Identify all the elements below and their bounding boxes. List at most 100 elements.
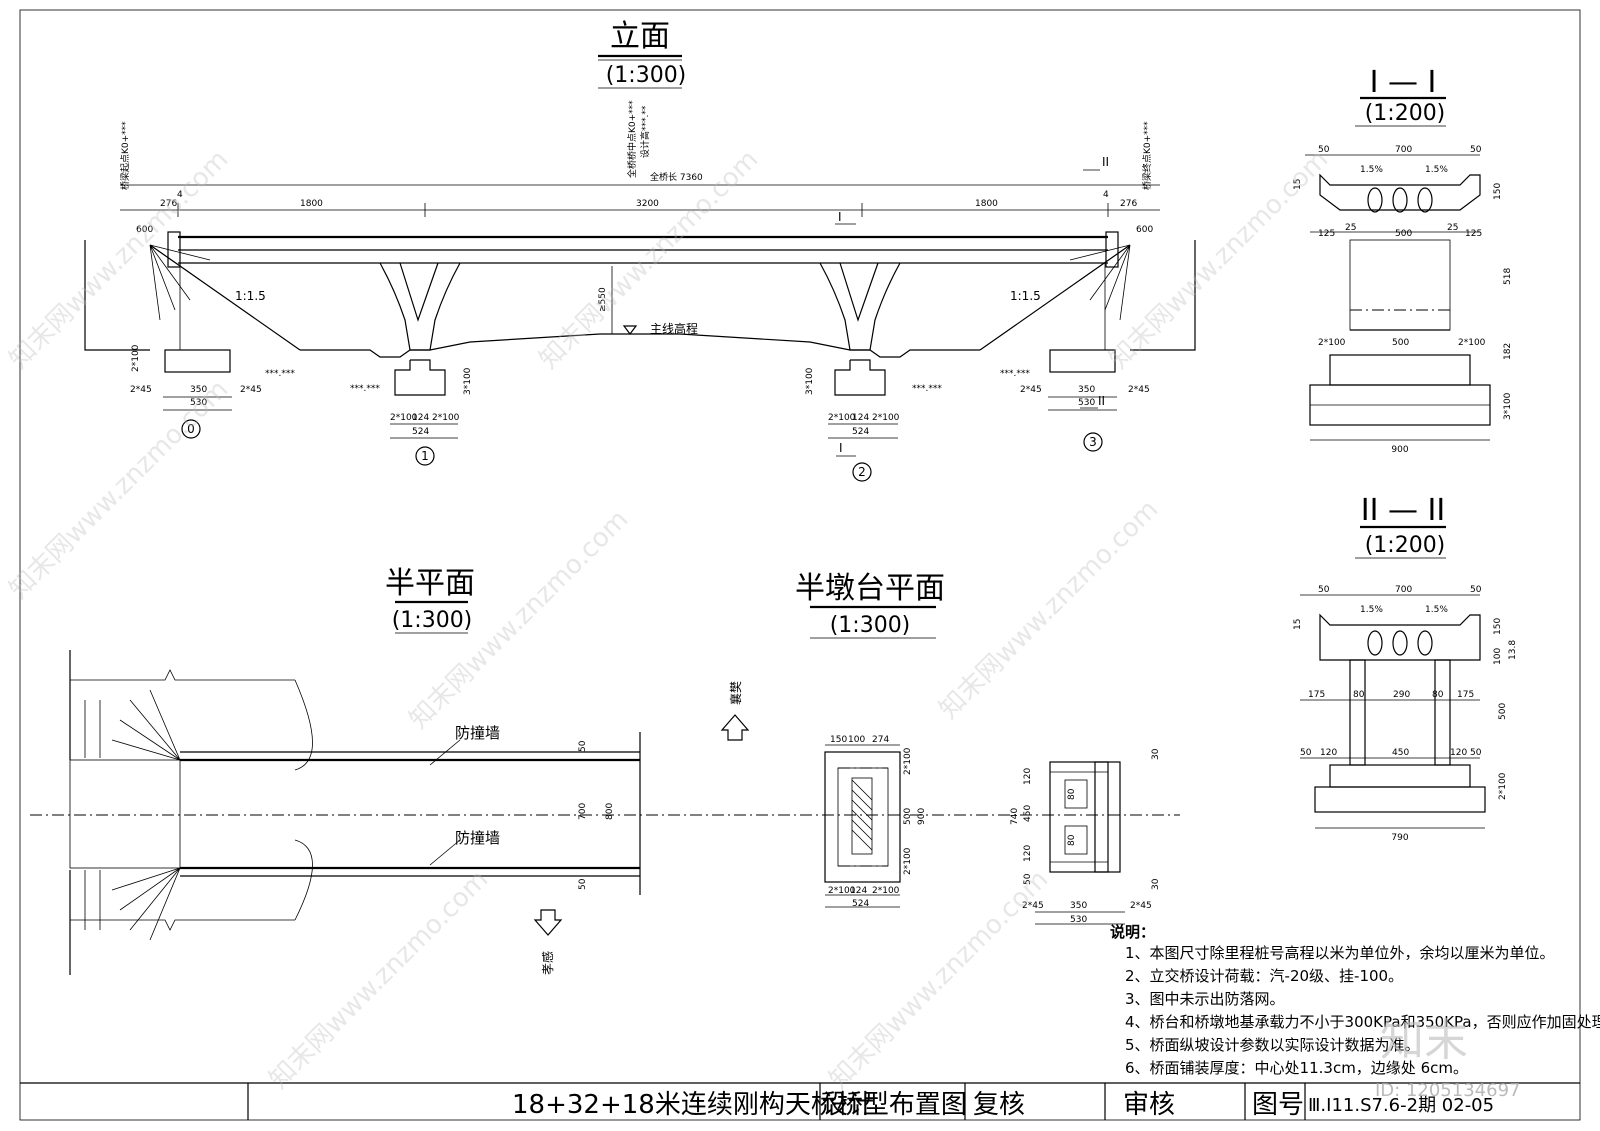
review-label: 审核 xyxy=(1123,1090,1175,1120)
dim-1800-left: 1800 xyxy=(300,199,323,209)
pa-dim-30t: 30 xyxy=(1151,748,1161,760)
pa-dim-530: 530 xyxy=(1070,915,1087,925)
check-label: 复核 xyxy=(973,1090,1025,1120)
section1-scale: (1:200) xyxy=(1365,101,1446,126)
s1-dim-500: 500 xyxy=(1395,229,1412,239)
s2-dim-2x100: 2*100 xyxy=(1498,772,1508,800)
s1-dim-518: 518 xyxy=(1503,268,1513,285)
pa-dim-80a: 80 xyxy=(1067,788,1077,800)
pa-dim-2x45r: 2*45 xyxy=(1130,901,1152,911)
pier1-dim-1: 2*100 xyxy=(390,413,418,423)
pa-dim-80b: 80 xyxy=(1067,834,1077,846)
pier2-dim-1: 2*100 xyxy=(828,413,856,423)
s2-dim-50l: 50 xyxy=(1318,585,1330,595)
notes-block: 说明： 1、本图尺寸除里程桩号高程以米为单位外，余均以厘米为单位。 2、立交桥设… xyxy=(1110,923,1600,1077)
elevation-scale: (1:300) xyxy=(606,63,687,88)
slope-left: 1:1.5 xyxy=(235,289,266,303)
watermark-logo: 知末 xyxy=(1380,1015,1468,1066)
pp-dim-2x100c: 2*100 xyxy=(828,886,856,896)
note-6: 6、桥面铺装厚度：中心处11.3cm，边缘处 6cm。 xyxy=(1125,1059,1468,1077)
s2-dim-700: 700 xyxy=(1395,585,1412,595)
s1-dim-25l: 25 xyxy=(1345,223,1356,233)
pier2-dim-3: 2*100 xyxy=(872,413,900,423)
axis-label-3: 3 xyxy=(1089,435,1097,449)
pp-dim-900: 900 xyxy=(917,808,927,825)
note-5: 5、桥面纵坡设计参数以实际设计数据为准。 xyxy=(1125,1036,1420,1054)
dim-4-right: 4 xyxy=(1103,190,1109,200)
design-label: 设计 xyxy=(822,1090,874,1120)
elev-mark-3: ***.*** xyxy=(1000,369,1030,379)
wall-label-top: 防撞墙 xyxy=(455,724,500,742)
pier1-dim-3: 2*100 xyxy=(432,413,460,423)
s2-dim-450: 450 xyxy=(1392,748,1409,758)
arrow-down-icon xyxy=(533,909,563,936)
section1-title: I — I xyxy=(1370,65,1437,100)
abut-dim-r-1: 2*45 xyxy=(1020,385,1042,395)
wall-label-bottom: 防撞墙 xyxy=(455,829,500,847)
section-II-view: II — II (1:200) 50 700 50 1.5% 1.5% 15 1… xyxy=(1293,493,1518,843)
half-plan-title: 半平面 xyxy=(385,566,475,601)
s2-slope-r: 1.5% xyxy=(1425,605,1448,615)
s2-dim-80l: 80 xyxy=(1353,690,1365,700)
clearance: ≥550 xyxy=(598,287,608,312)
axis-label-2: 2 xyxy=(858,465,866,479)
s1-dim-50r: 50 xyxy=(1470,145,1482,155)
arrow-down-label: 孝感 xyxy=(540,951,555,975)
section2-scale: (1:200) xyxy=(1365,533,1446,558)
pa-dim-450: 450 xyxy=(1023,805,1033,822)
pier-plan-view: 半墩台平面 (1:300) 150 100 274 2*100 500 900 … xyxy=(795,571,1161,925)
pa-dim-120b: 120 xyxy=(1023,845,1033,862)
elev-mark-2: ***.*** xyxy=(912,384,942,394)
pier2-dim-5: 3*100 xyxy=(805,367,815,395)
s1-dim-25r: 25 xyxy=(1447,223,1458,233)
design-elevation: 设计高***.** xyxy=(639,105,651,158)
elev-mark-1: ***.*** xyxy=(350,384,380,394)
s1-dim-50l: 50 xyxy=(1318,145,1330,155)
pp-dim-2x100d: 2*100 xyxy=(872,886,900,896)
axis-label-1: 1 xyxy=(421,449,429,463)
watermark-3: 知末网www.znzmo.com xyxy=(1104,144,1335,375)
hp-dim-800: 800 xyxy=(605,803,615,820)
s2-dim-150: 150 xyxy=(1493,618,1503,635)
hp-dim-50b: 50 xyxy=(578,878,588,890)
pp-dim-524: 524 xyxy=(852,899,869,909)
pa-dim-740: 740 xyxy=(1010,808,1020,825)
pier1-dim-5: 3*100 xyxy=(463,367,473,395)
abut-dim-l-1: 2*100 xyxy=(131,344,141,372)
s1-dim-182: 182 xyxy=(1503,343,1513,360)
pier1-dim-2: 124 xyxy=(412,413,429,423)
pa-dim-350: 350 xyxy=(1070,901,1087,911)
s1-dim-700: 700 xyxy=(1395,145,1412,155)
s2-dim-500: 500 xyxy=(1498,703,1508,720)
watermark-6: 知末网www.znzmo.com xyxy=(934,494,1165,725)
s2-dim-15: 15 xyxy=(1293,619,1303,630)
station-start: 桥梁起点K0+*** xyxy=(119,121,131,190)
station-end: 桥梁终点K0+*** xyxy=(1141,121,1153,190)
pier-plan-scale: (1:300) xyxy=(830,613,911,638)
section-mark-I-bottom: I xyxy=(839,441,843,455)
pp-dim-2x100a: 2*100 xyxy=(903,747,913,775)
pp-dim-100: 100 xyxy=(848,735,865,745)
title-block: 18+32+18米连续刚构天桥桥型布置图 设计 复核 审核 图号 Ⅲ.I11.S… xyxy=(20,1082,1580,1120)
hp-dim-50t: 50 xyxy=(578,740,588,752)
pier1-dim-4: 524 xyxy=(412,427,429,437)
elevation-view: 立面 (1:300) 桥梁起点K0+*** 全桥桥中点K0+*** 设计高***… xyxy=(84,19,1196,482)
abut-dim-r-3: 2*45 xyxy=(1128,385,1150,395)
drawing-title: 18+32+18米连续刚构天桥桥型布置图 xyxy=(512,1090,967,1120)
s2-dim-120l: 120 xyxy=(1320,748,1337,758)
pp-dim-150: 150 xyxy=(830,735,847,745)
abut-dim-l-5: 530 xyxy=(190,398,207,408)
dim-276-left: 276 xyxy=(160,199,177,209)
section-mark-II-bottom: II xyxy=(1098,394,1105,408)
s1-dim-125r: 125 xyxy=(1465,229,1482,239)
arrow-up-icon xyxy=(720,714,750,741)
s2-dim-100: 100 xyxy=(1493,648,1503,665)
s1-dim-2x100l: 2*100 xyxy=(1318,338,1346,348)
abut-dim-r-2: 350 xyxy=(1078,385,1095,395)
section2-title: II — II xyxy=(1361,493,1445,528)
watermark-id: ID: 1205134697 xyxy=(1375,1080,1520,1101)
pier2-dim-4: 524 xyxy=(852,427,869,437)
note-2: 2、立交桥设计荷载：汽-20级、挂-100。 xyxy=(1125,967,1403,985)
watermark-4: 知末网www.znzmo.com xyxy=(4,374,235,605)
s2-dim-175l: 175 xyxy=(1308,690,1325,700)
